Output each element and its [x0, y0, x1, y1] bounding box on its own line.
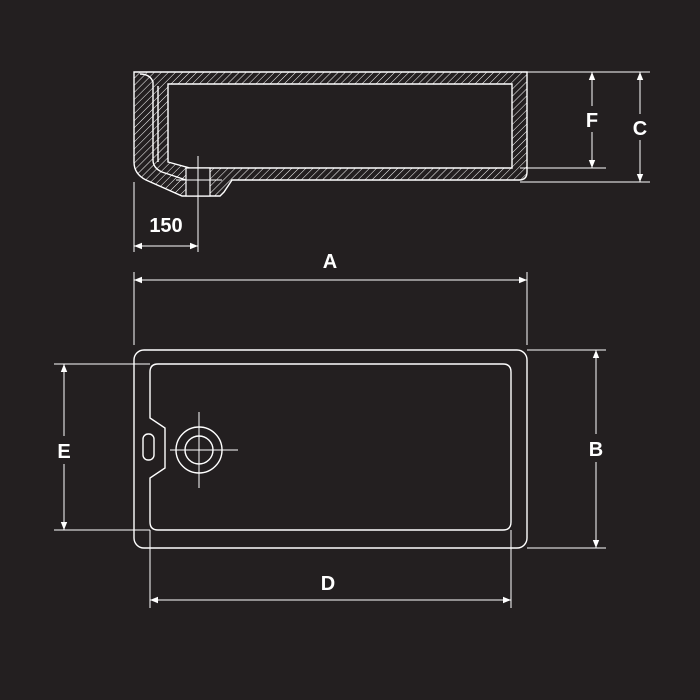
waste-outlet-centerline — [170, 412, 238, 488]
dim-c-label: C — [633, 118, 647, 140]
sink-outer-rim — [133, 349, 528, 549]
plan-view: A B E D — [50, 251, 610, 608]
side-section-view: 150 F C — [133, 71, 654, 252]
dim-d-label: D — [321, 573, 335, 595]
dim-b-label: B — [589, 439, 603, 461]
dim-e-label: E — [57, 441, 70, 463]
sink-section-shell — [133, 71, 528, 197]
dim-f-label: F — [586, 110, 598, 132]
waste-centerline — [176, 156, 222, 202]
front-lip-contour — [139, 73, 187, 181]
dim-150-label: 150 — [149, 215, 182, 237]
sink-inner-bowl — [149, 363, 512, 531]
dim-a-label: A — [323, 251, 337, 273]
overflow-slot — [142, 433, 155, 461]
